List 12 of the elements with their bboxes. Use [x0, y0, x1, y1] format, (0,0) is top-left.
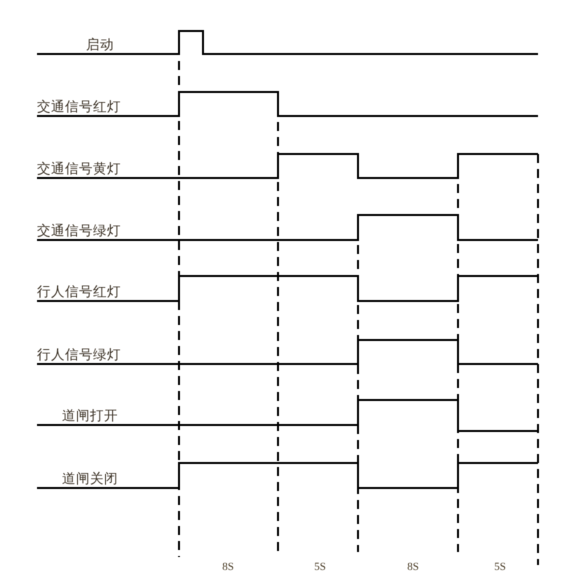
duration-label: 8S [222, 561, 234, 574]
signal-label: 道闸关闭 [62, 471, 118, 487]
signal-label: 行人信号绿灯 [37, 347, 121, 363]
signal-label: 交通信号绿灯 [37, 223, 121, 239]
signal-label: 行人信号红灯 [37, 284, 121, 300]
duration-label: 5S [314, 561, 326, 574]
signal-label: 交通信号红灯 [37, 99, 121, 115]
signal-label: 道闸打开 [62, 408, 118, 424]
duration-label: 5S [494, 561, 506, 574]
signal-label: 交通信号黄灯 [37, 161, 121, 177]
signal-label: 启动 [86, 37, 114, 53]
duration-label: 8S [407, 561, 419, 574]
